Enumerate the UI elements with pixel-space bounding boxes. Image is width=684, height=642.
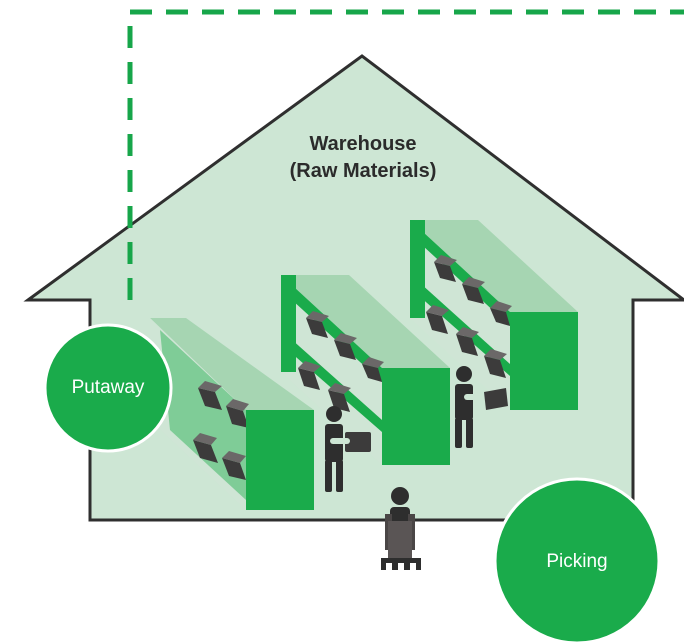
shelf-boxes-left bbox=[193, 381, 249, 480]
warehouse-subtitle: (Raw Materials) bbox=[289, 160, 437, 182]
dashed-boundary-line bbox=[127, 9, 684, 300]
shelf-unit-right bbox=[410, 220, 578, 410]
picking-label: Picking bbox=[546, 551, 608, 572]
worker-with-tablet-icon bbox=[455, 366, 508, 448]
forklift-cart-icon bbox=[381, 487, 421, 570]
shelf-boxes-right bbox=[426, 255, 512, 378]
warehouse-title: Warehouse bbox=[309, 133, 417, 155]
putaway-label: Putaway bbox=[71, 377, 145, 398]
shelf-unit-left bbox=[150, 318, 314, 510]
picking-badge bbox=[493, 477, 661, 642]
shelf-unit-middle bbox=[281, 275, 450, 465]
worker-carrying-box-icon bbox=[325, 406, 371, 492]
putaway-badge bbox=[43, 323, 173, 453]
